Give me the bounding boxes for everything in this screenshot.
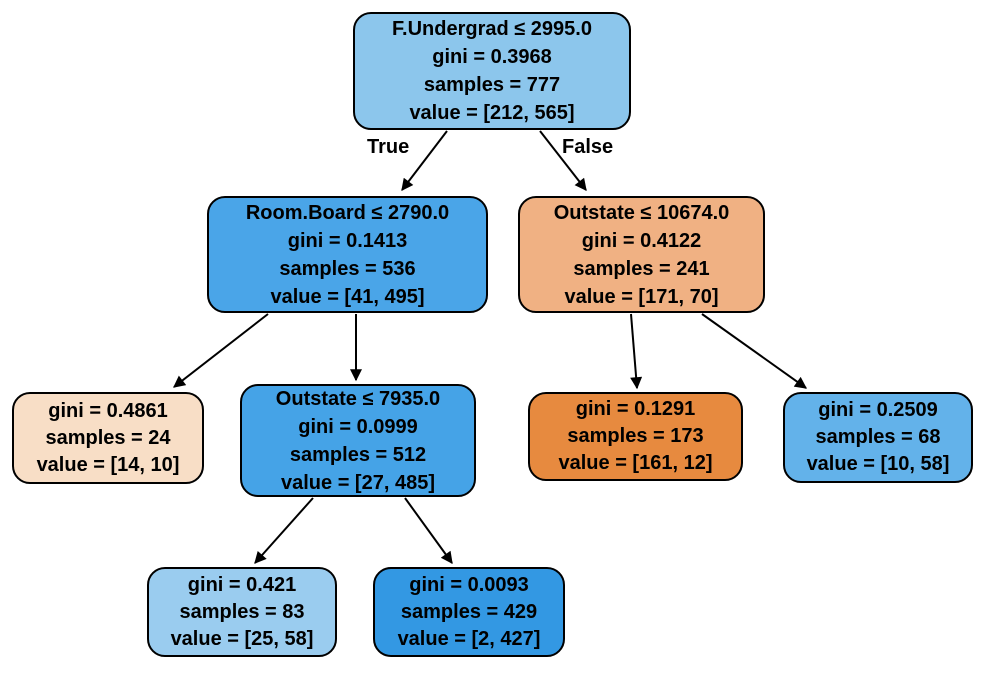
edge-root-to-outstate-10674 [539, 130, 587, 191]
tree-leaf-gini-0-421: gini = 0.421 samples = 83 value = [25, 5… [147, 567, 337, 657]
node-gini: gini = 0.4122 [581, 229, 702, 252]
edge-outstate-10674-to-leaf-1291 [630, 313, 643, 390]
edge-outstate-7935-to-leaf-0093 [404, 497, 453, 564]
tree-node-root: F.Undergrad ≤ 2995.0 gini = 0.3968 sampl… [353, 12, 631, 130]
node-condition: Outstate ≤ 7935.0 [275, 387, 441, 410]
node-gini: gini = 0.0999 [298, 415, 418, 438]
tree-leaf-gini-0-4861: gini = 0.4861 samples = 24 value = [14, … [12, 392, 204, 484]
node-value: value = [41, 495] [270, 285, 425, 308]
tree-node-outstate-10674: Outstate ≤ 10674.0 gini = 0.4122 samples… [518, 196, 765, 313]
edge-label-false: False [562, 136, 614, 158]
node-samples: samples = 173 [567, 425, 704, 447]
node-samples: samples = 83 [179, 600, 305, 623]
node-value: value = [171, 70] [564, 285, 719, 308]
tree-node-room-board: Room.Board ≤ 2790.0 gini = 0.1413 sample… [207, 196, 488, 313]
edge-outstate-7935-to-leaf-421 [254, 497, 314, 564]
node-value: value = [212, 565] [409, 102, 575, 124]
node-gini: gini = 0.0093 [409, 573, 529, 596]
node-samples: samples = 24 [45, 426, 171, 449]
node-samples: samples = 512 [289, 443, 427, 466]
node-condition: Room.Board ≤ 2790.0 [245, 201, 450, 224]
node-value: value = [27, 485] [281, 471, 435, 494]
node-value: value = [14, 10] [36, 453, 180, 476]
tree-leaf-gini-0-2509: gini = 0.2509 samples = 68 value = [10, … [783, 392, 973, 483]
node-condition: Outstate ≤ 10674.0 [553, 201, 730, 224]
node-gini: gini = 0.4861 [48, 399, 168, 422]
node-samples: samples = 536 [279, 257, 416, 280]
tree-leaf-gini-0-1291: gini = 0.1291 samples = 173 value = [161… [528, 392, 743, 481]
tree-leaf-gini-0-0093: gini = 0.0093 samples = 429 value = [2, … [373, 567, 565, 657]
node-value: value = [10, 58] [806, 453, 950, 475]
node-condition: F.Undergrad ≤ 2995.0 [392, 18, 592, 40]
edge-room-board-to-leaf-4861 [173, 313, 269, 388]
tree-node-outstate-7935: Outstate ≤ 7935.0 gini = 0.0999 samples … [240, 384, 476, 497]
node-gini: gini = 0.1291 [575, 398, 696, 420]
node-samples: samples = 777 [423, 74, 561, 96]
node-gini: gini = 0.1413 [287, 229, 408, 252]
node-gini: gini = 0.421 [187, 573, 297, 596]
node-gini: gini = 0.2509 [818, 399, 938, 421]
node-value: value = [2, 427] [397, 627, 541, 650]
edge-outstate-10674-to-leaf-2509 [701, 313, 807, 389]
node-value: value = [161, 12] [558, 452, 713, 474]
edge-label-true: True [367, 136, 410, 158]
node-gini: gini = 0.3968 [432, 46, 552, 68]
node-samples: samples = 241 [573, 257, 710, 280]
node-samples: samples = 68 [815, 426, 941, 448]
node-value: value = [25, 58] [170, 627, 314, 650]
edge-root-to-room-board [401, 130, 448, 191]
node-samples: samples = 429 [400, 600, 538, 623]
